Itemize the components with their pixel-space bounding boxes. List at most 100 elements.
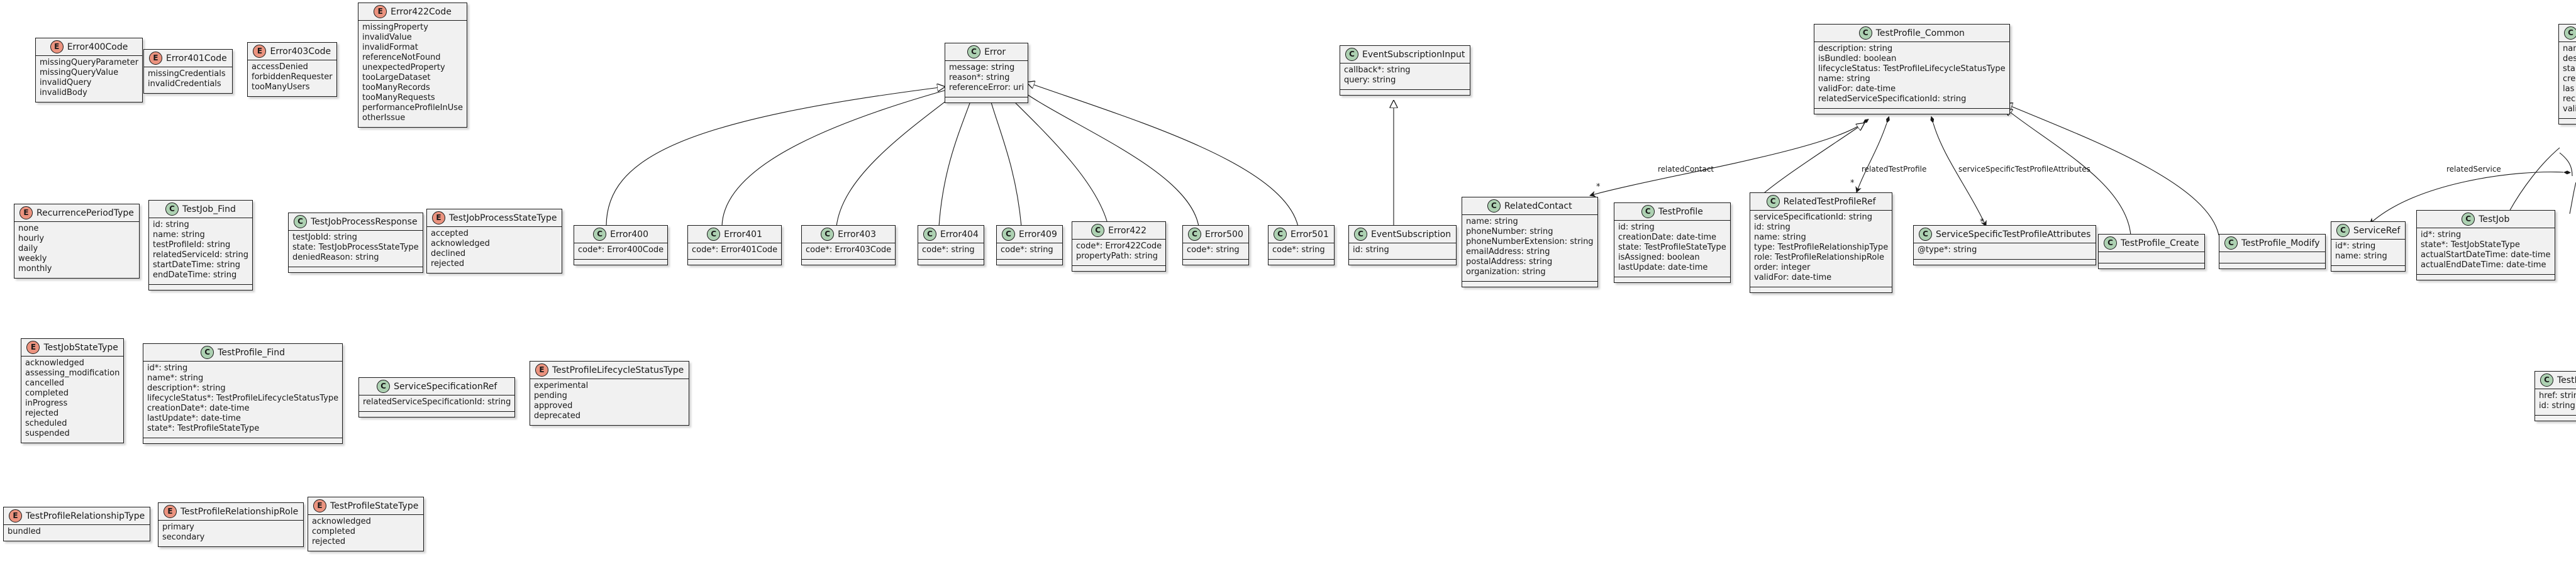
class-name: TestProfile_Modify xyxy=(2241,238,2320,248)
class-field: none xyxy=(18,224,39,233)
class-field: missingQueryParameter xyxy=(40,58,139,67)
class-fields: @type*: string xyxy=(1914,243,2096,259)
class-field: name*: string xyxy=(147,373,204,383)
edge-relatedservice xyxy=(2369,170,2571,224)
enum-badge-icon: E xyxy=(253,45,267,58)
class-name: ServiceSpecificTestProfileAttributes xyxy=(1936,229,2091,240)
class-field: isBundled: boolean xyxy=(1818,54,1897,64)
class-methods xyxy=(2535,415,2576,421)
class-badge-icon: C xyxy=(1919,228,1932,241)
class-name: ServiceRef xyxy=(2353,225,2401,236)
class-methods xyxy=(359,411,515,417)
class-field: code*: string xyxy=(1272,245,1325,255)
multiplicity-related-test-profile: * xyxy=(1850,179,1855,188)
class-badge-icon: C xyxy=(2104,236,2117,250)
class-field: href: strin xyxy=(2539,391,2576,401)
class-methods xyxy=(1349,259,1457,265)
class-fields: relatedServiceSpecificationId: string xyxy=(359,395,515,411)
class-field: sta xyxy=(2563,64,2575,74)
class-fields: code*: Error400Code xyxy=(574,243,668,259)
class-field: name: string xyxy=(1818,74,1870,84)
class-name: EventSubscription xyxy=(1371,229,1452,240)
class-name: TestProfile_Create xyxy=(2121,238,2199,248)
class-methods xyxy=(143,438,343,443)
class-field: postalAddress: string xyxy=(1466,257,1553,267)
class-badge-icon: C xyxy=(2224,236,2238,250)
class-field: organization: string xyxy=(1466,267,1546,277)
class-field: relatedServiceSpecificationId: string xyxy=(1818,94,1967,104)
class-field: description*: string xyxy=(147,384,226,393)
class-field: state: TestProfileStateType xyxy=(1618,243,1726,252)
class-fields: id: string xyxy=(1349,243,1457,259)
class-field: endDateTime: string xyxy=(153,270,237,280)
class-fields: code*: string xyxy=(1269,243,1334,259)
edge-testjob-partial xyxy=(2509,147,2560,212)
class-field: performanceProfileInUse xyxy=(362,103,464,113)
class-field: id: string xyxy=(1754,223,1790,232)
class-methods xyxy=(1072,265,1166,271)
class-field: role: TestProfileRelationshipRole xyxy=(1754,253,1884,262)
class-methods xyxy=(1914,259,2096,265)
class-field: id: string xyxy=(1618,223,1655,232)
class-badge-icon: C xyxy=(1354,228,1367,241)
class-field: message: string xyxy=(949,63,1015,72)
class-name: Error409 xyxy=(1019,229,1057,240)
edge-relatedcontact xyxy=(1589,119,1869,197)
class-field: emailAddress: string xyxy=(1466,247,1550,257)
edge-error401-error xyxy=(721,88,953,227)
class-name: TestProfileStateType xyxy=(330,500,419,511)
edge-servicespecific xyxy=(1930,116,1987,227)
class-field: acknowledged xyxy=(25,358,84,368)
class-name: TestProfile xyxy=(1658,206,1703,217)
class-field: lastUpdate: date-time xyxy=(1618,263,1708,272)
class-methods xyxy=(802,259,896,265)
class-field: rejected xyxy=(312,537,346,546)
class-badge-icon: C xyxy=(707,228,721,241)
class-field: serviceSpecificationId: string xyxy=(1754,213,1872,222)
class-field: declined xyxy=(431,249,466,258)
class-badge-icon: C xyxy=(1487,199,1501,213)
class-name: EventSubscriptionInput xyxy=(1362,49,1465,60)
class-name: ServiceSpecificationRef xyxy=(394,381,497,392)
class-field: id*: string xyxy=(2421,230,2462,240)
class-field: id: string xyxy=(2539,401,2575,411)
class-field: invalidCredentials xyxy=(148,79,221,89)
class-fields xyxy=(2219,252,2325,263)
class-name: RelatedContact xyxy=(1504,201,1572,211)
class-name: TestJobProcessStateType xyxy=(449,213,557,223)
class-name: Error422Code xyxy=(391,6,452,17)
class-header: C xyxy=(2559,25,2576,41)
class-name: Error403 xyxy=(838,229,876,240)
class-field: primary xyxy=(162,523,194,532)
class-field: tooLargeDataset xyxy=(362,73,431,82)
class-field: lifecycleStatus*: TestProfileLifecycleSt… xyxy=(147,394,339,403)
class-name: Error400Code xyxy=(67,41,128,52)
class-badge-icon: C xyxy=(2336,224,2350,237)
